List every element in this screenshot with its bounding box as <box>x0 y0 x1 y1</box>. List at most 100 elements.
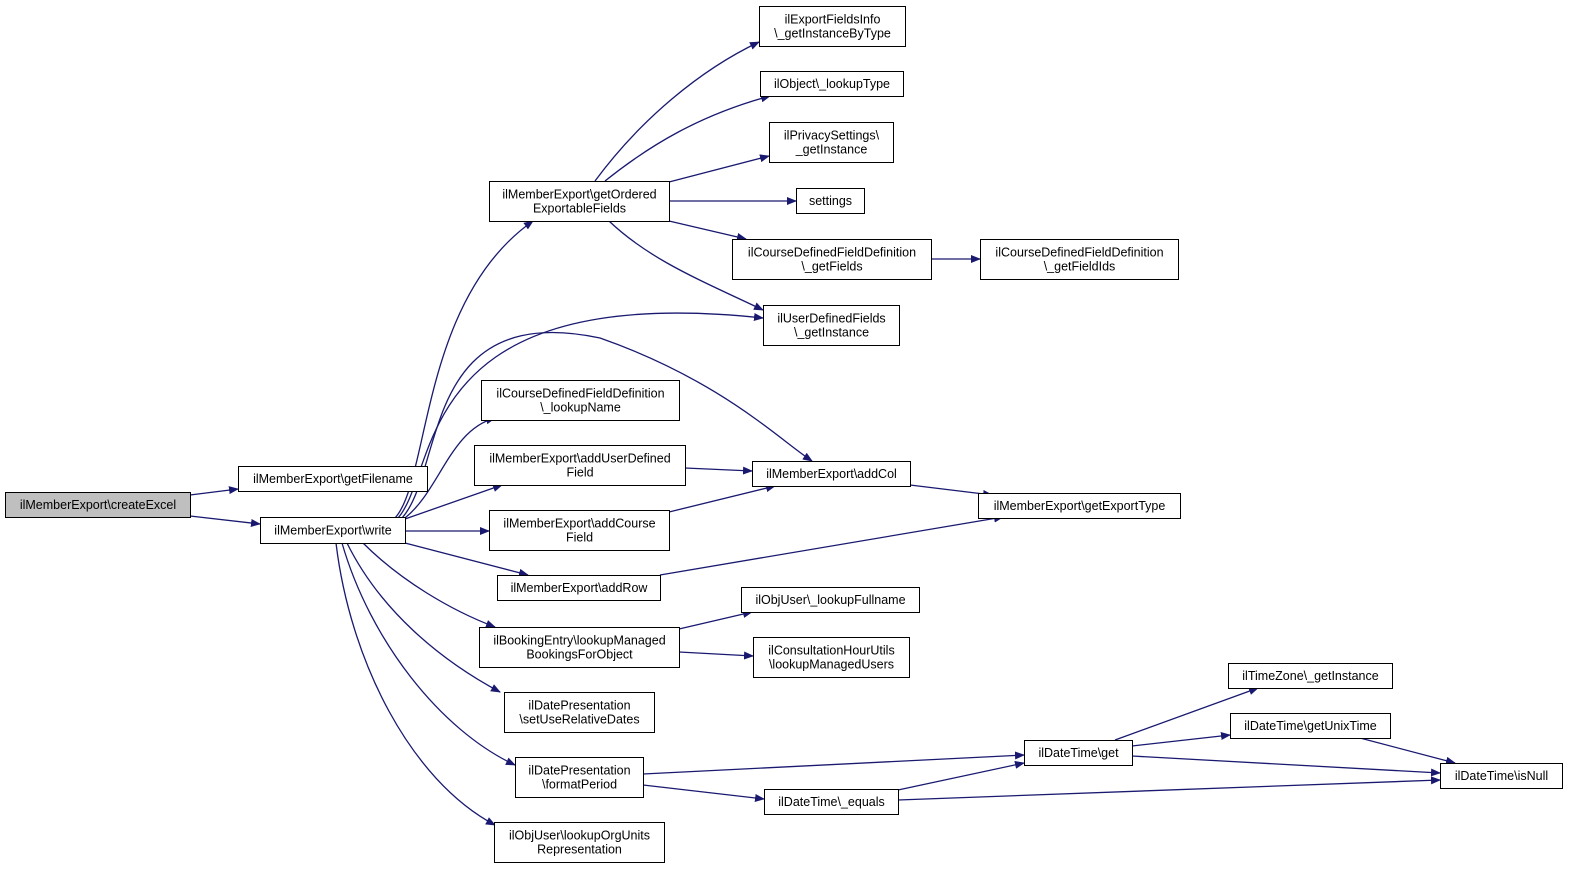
node-box-cdfGetFieldIds[interactable] <box>980 239 1179 280</box>
edge-createExcel-write <box>189 515 261 527</box>
edge-booking-consultation <box>678 651 754 660</box>
node-label-addCourse-0: ilMemberExport\addCourse <box>503 517 655 531</box>
edge-dtEquals-dtGet <box>897 760 1025 791</box>
edge-dtGet-isNull <box>1131 755 1441 777</box>
node-box-cdfLookupName[interactable] <box>481 380 680 421</box>
node-box-lookupFullname[interactable] <box>741 587 920 613</box>
node-box-orgUnits[interactable] <box>494 822 665 863</box>
edge-dtEquals-isNull <box>897 776 1441 801</box>
node-box-formatPeriod[interactable] <box>515 757 644 798</box>
node-setRelative[interactable]: ilDatePresentation\setUseRelativeDates <box>504 692 655 733</box>
node-box-addCol[interactable] <box>752 461 911 487</box>
edge-dtGet-tzInstance <box>1114 687 1259 741</box>
node-formatPeriod[interactable]: ilDatePresentation\formatPeriod <box>515 757 644 798</box>
node-box-dtGet[interactable] <box>1024 740 1133 766</box>
node-box-dtEquals[interactable] <box>764 789 899 815</box>
node-label-privacy-1: _getInstance <box>795 143 868 157</box>
edge-getOrdered-exportFieldsInfo <box>594 41 760 182</box>
edge-write-cdfLookupName <box>404 416 496 519</box>
node-box-setRelative[interactable] <box>504 692 655 733</box>
node-box-getFilename[interactable] <box>238 466 428 492</box>
node-box-settings[interactable] <box>796 188 865 214</box>
node-cdfGetFieldIds[interactable]: ilCourseDefinedFieldDefinition\_getField… <box>980 239 1179 280</box>
node-box-unixTime[interactable] <box>1230 713 1391 739</box>
node-label-settings-0: settings <box>809 194 852 208</box>
node-label-orgUnits-0: ilObjUser\lookupOrgUnits <box>509 829 650 843</box>
node-lookupType[interactable]: ilObject\_lookupType <box>760 71 904 97</box>
node-box-getOrdered[interactable] <box>489 181 670 222</box>
node-getFilename[interactable]: ilMemberExport\getFilename <box>238 466 428 492</box>
edge-unixTime-isNull <box>1359 737 1456 765</box>
node-label-cdfLookupName-0: ilCourseDefinedFieldDefinition <box>496 387 664 401</box>
node-label-cdfLookupName-1: \_lookupName <box>540 401 621 415</box>
node-box-isNull[interactable] <box>1440 763 1563 789</box>
node-dtGet[interactable]: ilDateTime\get <box>1024 740 1133 766</box>
node-exportFieldsInfo[interactable]: ilExportFieldsInfo\_getInstanceByType <box>759 6 906 47</box>
node-cdfLookupName[interactable]: ilCourseDefinedFieldDefinition\_lookupNa… <box>481 380 680 421</box>
node-label-getExportType-0: ilMemberExport\getExportType <box>994 499 1166 513</box>
node-label-dtGet-0: ilDateTime\get <box>1038 746 1119 760</box>
node-label-getOrdered-0: ilMemberExport\getOrdered <box>502 188 656 202</box>
edge-getOrdered-cdfGetFields <box>668 220 747 241</box>
node-box-lookupType[interactable] <box>760 71 904 97</box>
node-label-unixTime-0: ilDateTime\getUnixTime <box>1244 719 1376 733</box>
node-udf[interactable]: ilUserDefinedFields\_getInstance <box>763 305 900 346</box>
edge-booking-lookupFullname <box>678 610 753 630</box>
node-box-booking[interactable] <box>479 627 680 668</box>
node-box-write[interactable] <box>260 517 406 544</box>
node-label-lookupType-0: ilObject\_lookupType <box>774 77 890 91</box>
edge-getOrdered-udf <box>608 220 764 311</box>
node-label-isNull-0: ilDateTime\isNull <box>1455 769 1548 783</box>
node-box-udf[interactable] <box>763 305 900 346</box>
node-box-cdfGetFields[interactable] <box>732 239 932 280</box>
node-box-exportFieldsInfo[interactable] <box>759 6 906 47</box>
node-label-setRelative-1: \setUseRelativeDates <box>519 713 639 727</box>
node-label-createExcel-0: ilMemberExport\createExcel <box>20 498 176 512</box>
node-getOrdered[interactable]: ilMemberExport\getOrderedExportableField… <box>489 181 670 222</box>
edge-write-formatPeriod <box>341 542 516 766</box>
node-getExportType[interactable]: ilMemberExport\getExportType <box>978 493 1181 519</box>
node-tzInstance[interactable]: ilTimeZone\_getInstance <box>1228 663 1393 689</box>
node-label-formatPeriod-1: \formatPeriod <box>542 778 617 792</box>
node-label-udf-0: ilUserDefinedFields <box>777 312 885 326</box>
edge-write-getOrdered <box>394 220 534 519</box>
node-write[interactable]: ilMemberExport\write <box>260 517 406 544</box>
edge-write-addUserDefined <box>404 484 503 520</box>
node-privacy[interactable]: ilPrivacySettings\_getInstance <box>769 122 894 163</box>
edge-dtGet-unixTime <box>1131 732 1231 747</box>
node-consultation[interactable]: ilConsultationHourUtils\lookupManagedUse… <box>753 637 910 678</box>
node-createExcel[interactable]: ilMemberExport\createExcel <box>5 492 191 518</box>
edge-write-booking <box>362 542 496 628</box>
edge-addCourse-addCol <box>668 484 776 513</box>
node-cdfGetFields[interactable]: ilCourseDefinedFieldDefinition\_getField… <box>732 239 932 280</box>
node-label-setRelative-0: ilDatePresentation <box>528 699 630 713</box>
node-box-addUserDefined[interactable] <box>474 445 686 486</box>
node-label-write-0: ilMemberExport\write <box>274 524 391 538</box>
node-box-tzInstance[interactable] <box>1228 663 1393 689</box>
node-box-consultation[interactable] <box>753 637 910 678</box>
edge-getOrdered-lookupType <box>604 94 771 182</box>
node-isNull[interactable]: ilDateTime\isNull <box>1440 763 1563 789</box>
node-label-getFilename-0: ilMemberExport\getFilename <box>253 472 413 486</box>
node-addRow[interactable]: ilMemberExport\addRow <box>497 575 661 601</box>
node-box-createExcel[interactable] <box>5 492 191 518</box>
node-label-orgUnits-1: Representation <box>537 843 622 857</box>
node-box-getExportType[interactable] <box>978 493 1181 519</box>
node-settings[interactable]: settings <box>796 188 865 214</box>
edge-write-setRelative <box>346 542 501 693</box>
node-lookupFullname[interactable]: ilObjUser\_lookupFullname <box>741 587 920 613</box>
node-box-addCourse[interactable] <box>489 510 670 551</box>
node-dtEquals[interactable]: ilDateTime\_equals <box>764 789 899 815</box>
edge-addRow-getExportType <box>659 514 1004 576</box>
node-label-addUserDefined-0: ilMemberExport\addUserDefined <box>489 452 670 466</box>
node-box-privacy[interactable] <box>769 122 894 163</box>
node-addCol[interactable]: ilMemberExport\addCol <box>752 461 911 487</box>
node-label-addCourse-1: Field <box>566 531 593 545</box>
node-box-addRow[interactable] <box>497 575 661 601</box>
node-booking[interactable]: ilBookingEntry\lookupManagedBookingsForO… <box>479 627 680 668</box>
nodes-layer: ilMemberExport\createExcel ilMemberExport… <box>5 6 1563 863</box>
node-unixTime[interactable]: ilDateTime\getUnixTime <box>1230 713 1391 739</box>
